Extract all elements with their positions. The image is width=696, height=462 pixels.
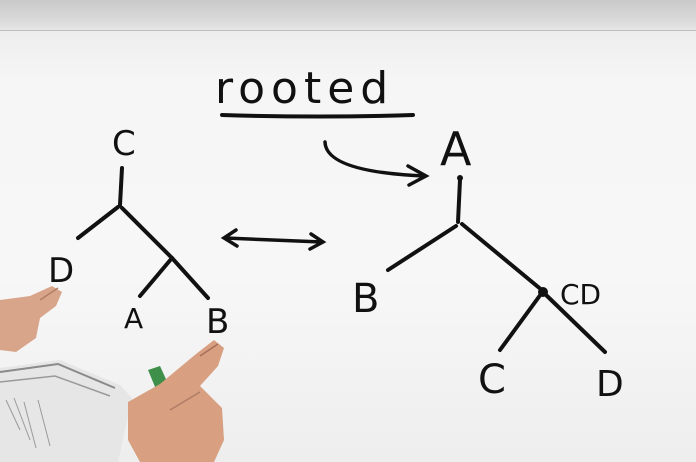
double-arrow [220, 228, 327, 251]
curved-arrow [323, 140, 430, 187]
whiteboard-top-edge [0, 0, 696, 31]
left-hand [0, 286, 62, 352]
right-leaf-label-b: B [352, 276, 379, 322]
left-leaf-label-d: D [48, 251, 74, 291]
right-tree [386, 178, 607, 354]
right-root-label-a: A [440, 122, 472, 176]
left-edge-to-d [76, 205, 120, 240]
left-tree [76, 166, 210, 300]
left-leaf-label-b: B [206, 302, 229, 342]
left-edge-to-a [138, 256, 174, 298]
title-rooted: rooted [215, 63, 394, 114]
right-internal-label-cd: CD [560, 278, 601, 311]
presenter-hands [0, 286, 224, 462]
left-root-edge [118, 166, 124, 207]
title-underline [220, 113, 415, 119]
right-leaf-label-d: D [596, 364, 624, 405]
left-root-label-c: C [112, 124, 136, 164]
right-leaf-label-c: C [478, 357, 506, 403]
paper-stack [0, 360, 132, 462]
right-root-edge [456, 178, 462, 224]
left-edge-to-b [170, 256, 210, 300]
right-root-node [457, 175, 463, 181]
right-edge-to-c [498, 292, 543, 352]
right-hand [128, 340, 224, 462]
right-edge-to-b [386, 224, 458, 272]
left-edge-to-ab [120, 206, 174, 260]
right-internal-node [538, 287, 548, 297]
left-leaf-label-a: A [124, 302, 143, 335]
right-edge-to-cd [460, 222, 545, 293]
right-edge-to-d [543, 292, 607, 354]
